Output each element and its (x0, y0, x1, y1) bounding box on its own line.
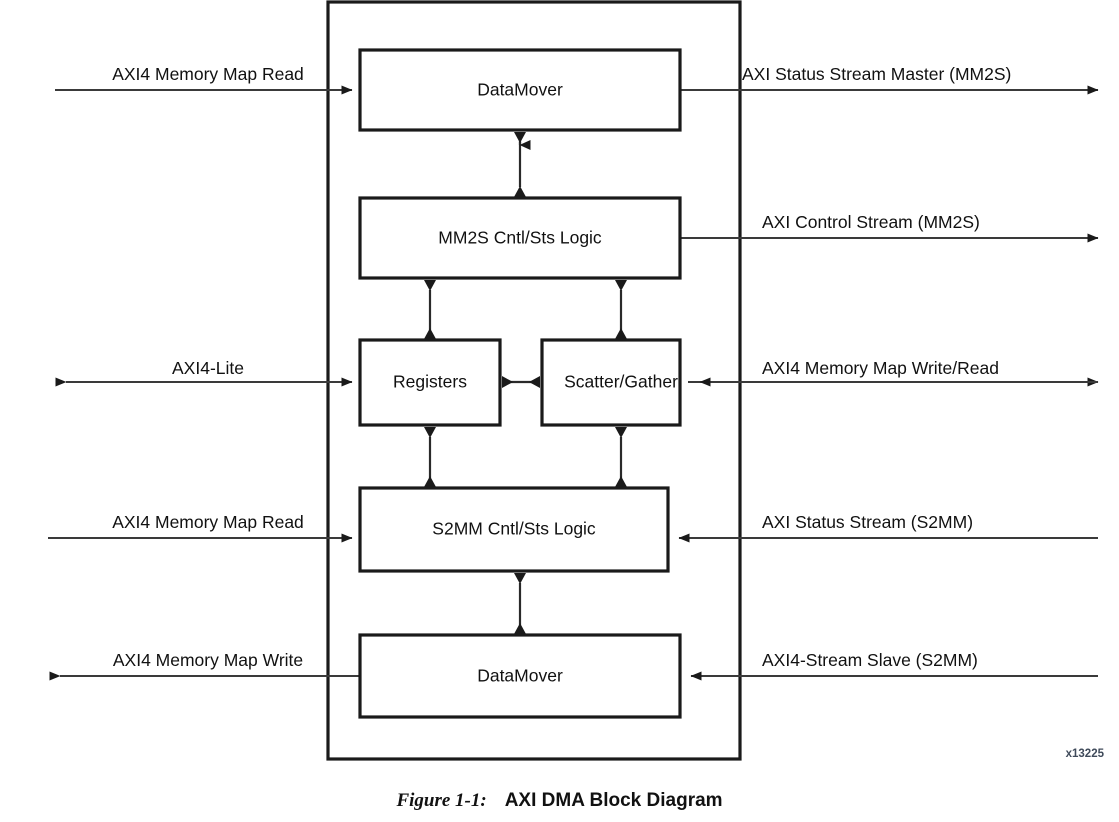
block-label-mm2s-cntl-sts: MM2S Cntl/Sts Logic (438, 228, 602, 248)
block-label-scatter-gather: Scatter/Gather (564, 372, 678, 392)
block-label-registers: Registers (393, 372, 467, 392)
signal-label-mm2s-mm-read: AXI4 Memory Map Read (112, 64, 304, 84)
block-scatter-gather[interactable]: Scatter/Gather (540, 338, 682, 427)
block-mm2s-cntl-sts[interactable]: MM2S Cntl/Sts Logic (358, 196, 682, 280)
figure-caption: Figure 1-1: AXI DMA Block Diagram (0, 790, 1119, 812)
connection-regs-to-sg (502, 376, 540, 388)
connection-mm2s-to-sg (615, 280, 627, 339)
block-s2mm-datamover[interactable]: DataMover (358, 633, 682, 719)
block-registers[interactable]: Registers (358, 338, 502, 427)
signal-label-s2mm-mm-read: AXI4 Memory Map Read (112, 512, 304, 532)
caption-title: AXI DMA Block Diagram (504, 790, 723, 811)
block-label-s2mm-datamover: DataMover (477, 666, 563, 686)
signal-label-control-stream: AXI Control Stream (MM2S) (762, 212, 980, 232)
figure-id-label: x13225 (1066, 748, 1105, 760)
connection-regs-to-s2mm (424, 427, 436, 487)
connection-sg-to-s2mm (615, 427, 627, 487)
block-label-s2mm-cntl-sts: S2MM Cntl/Sts Logic (432, 519, 596, 539)
signal-label-axi4-lite: AXI4-Lite (172, 358, 244, 378)
connection-s2mm-to-dm (514, 573, 526, 634)
connection-dm-to-mm2s (514, 132, 531, 197)
signal-label-s2mm-mm-write: AXI4 Memory Map Write (113, 650, 303, 670)
signal-label-mm-write-read: AXI4 Memory Map Write/Read (762, 358, 999, 378)
block-s2mm-cntl-sts[interactable]: S2MM Cntl/Sts Logic (358, 486, 670, 573)
connection-mm2s-to-regs (424, 280, 436, 339)
signal-label-stream-slave-s2mm: AXI4-Stream Slave (S2MM) (762, 650, 978, 670)
caption-number: Figure 1-1: (396, 790, 487, 811)
block-label-mm2s-datamover: DataMover (477, 80, 563, 100)
block-mm2s-datamover[interactable]: DataMover (358, 48, 682, 132)
signal-label-status-stream-master: AXI Status Stream Master (MM2S) (742, 64, 1011, 84)
signal-label-status-stream-s2mm: AXI Status Stream (S2MM) (762, 512, 973, 532)
